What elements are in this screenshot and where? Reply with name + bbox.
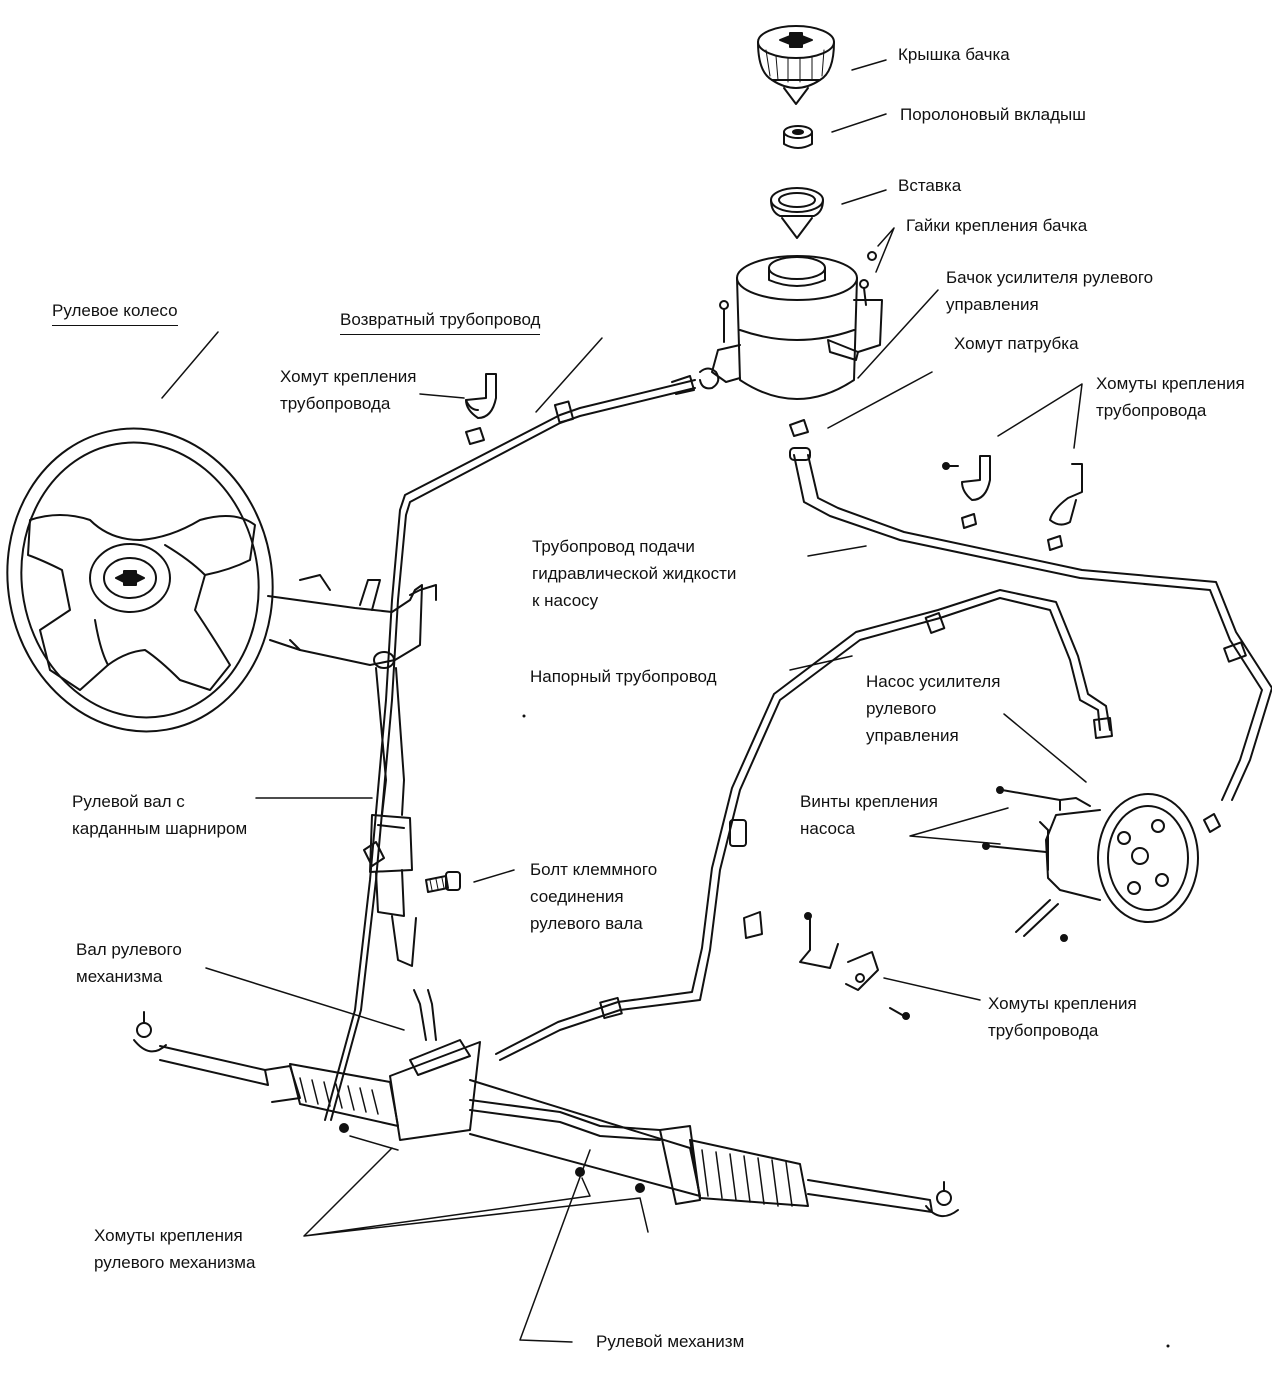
label-supply-pipe-line3: к насосу: [532, 591, 599, 610]
label-hose-clamp: Хомут патрубка: [954, 334, 1079, 353]
label-clamp-bolt-line1: Болт клеммного: [530, 860, 658, 879]
label-tank-nuts: Гайки крепления бачка: [906, 216, 1088, 235]
foam-insert: [783, 125, 813, 149]
reservoir-tank: [699, 251, 883, 437]
label-clamp-bolt-line3: рулевого вала: [530, 914, 643, 933]
reservoir-cap: [757, 25, 835, 105]
label-pipe-clamp-line2: трубопровода: [280, 394, 391, 413]
top-right-pipe-clamps: [942, 455, 1083, 551]
label-pressure-pipe: Напорный трубопровод: [530, 667, 717, 686]
steering-wheel: [6, 427, 274, 733]
label-pipe-clamps-br-line2: трубопровода: [988, 1021, 1099, 1040]
power-steering-pump: [982, 786, 1221, 942]
return-pipe-clamp: [465, 373, 497, 445]
return-pipe: [324, 375, 696, 1121]
label-pump-line1: Насос усилителя: [866, 672, 1001, 691]
label-supply-pipe-line1: Трубопровод подачи: [532, 537, 695, 556]
label-foam-insert: Поролоновый вкладыш: [900, 105, 1086, 124]
label-pipe-clamp-line1: Хомут крепления: [280, 367, 417, 386]
label-steering-gear: Рулевой механизм: [596, 1332, 745, 1351]
strainer-insert: [770, 187, 824, 239]
clamp-bolt: [425, 871, 461, 893]
label-steering-shaft-line1: Рулевой вал с: [72, 792, 185, 811]
label-pump-line3: управления: [866, 726, 959, 745]
intermediate-shaft: [363, 667, 437, 1041]
label-pipe-clamps-br-line1: Хомуты крепления: [988, 994, 1137, 1013]
label-reservoir-cap: Крышка бачка: [898, 45, 1010, 64]
label-gear-shaft-line2: механизма: [76, 967, 163, 986]
label-gear-shaft-line1: Вал рулевого: [76, 940, 182, 959]
label-reservoir-line2: управления: [946, 295, 1039, 314]
bottom-pipe-clamps: [743, 911, 910, 1020]
label-pump-line2: рулевого: [866, 699, 937, 718]
label-gear-clamps-line1: Хомуты крепления: [94, 1226, 243, 1245]
label-pump-screws-line1: Винты крепления: [800, 792, 938, 811]
leader-lines: [161, 59, 1087, 1343]
steering-column: [267, 574, 437, 669]
steering-rack: [133, 1011, 959, 1217]
label-gear-clamps-line2: рулевого механизма: [94, 1253, 256, 1272]
label-pump-screws-line2: насоса: [800, 819, 855, 838]
tiny-specks: [522, 714, 1170, 1348]
supply-pipe: [789, 447, 1272, 801]
label-steering-wheel: Рулевое колесо: [52, 297, 178, 326]
label-steering-shaft-line2: карданным шарниром: [72, 819, 248, 838]
label-reservoir-line1: Бачок усилителя рулевого: [946, 268, 1154, 287]
label-return-pipe: Возвратный трубопровод: [340, 306, 541, 335]
label-supply-pipe-line2: гидравлической жидкости: [532, 564, 737, 583]
label-pipe-clamps-tr-line2: трубопровода: [1096, 401, 1207, 420]
label-strainer-insert: Вставка: [898, 176, 962, 195]
label-clamp-bolt-line2: соединения: [530, 887, 624, 906]
label-pipe-clamps-tr-line1: Хомуты крепления: [1096, 374, 1245, 393]
pressure-pipe: [495, 589, 1113, 1061]
